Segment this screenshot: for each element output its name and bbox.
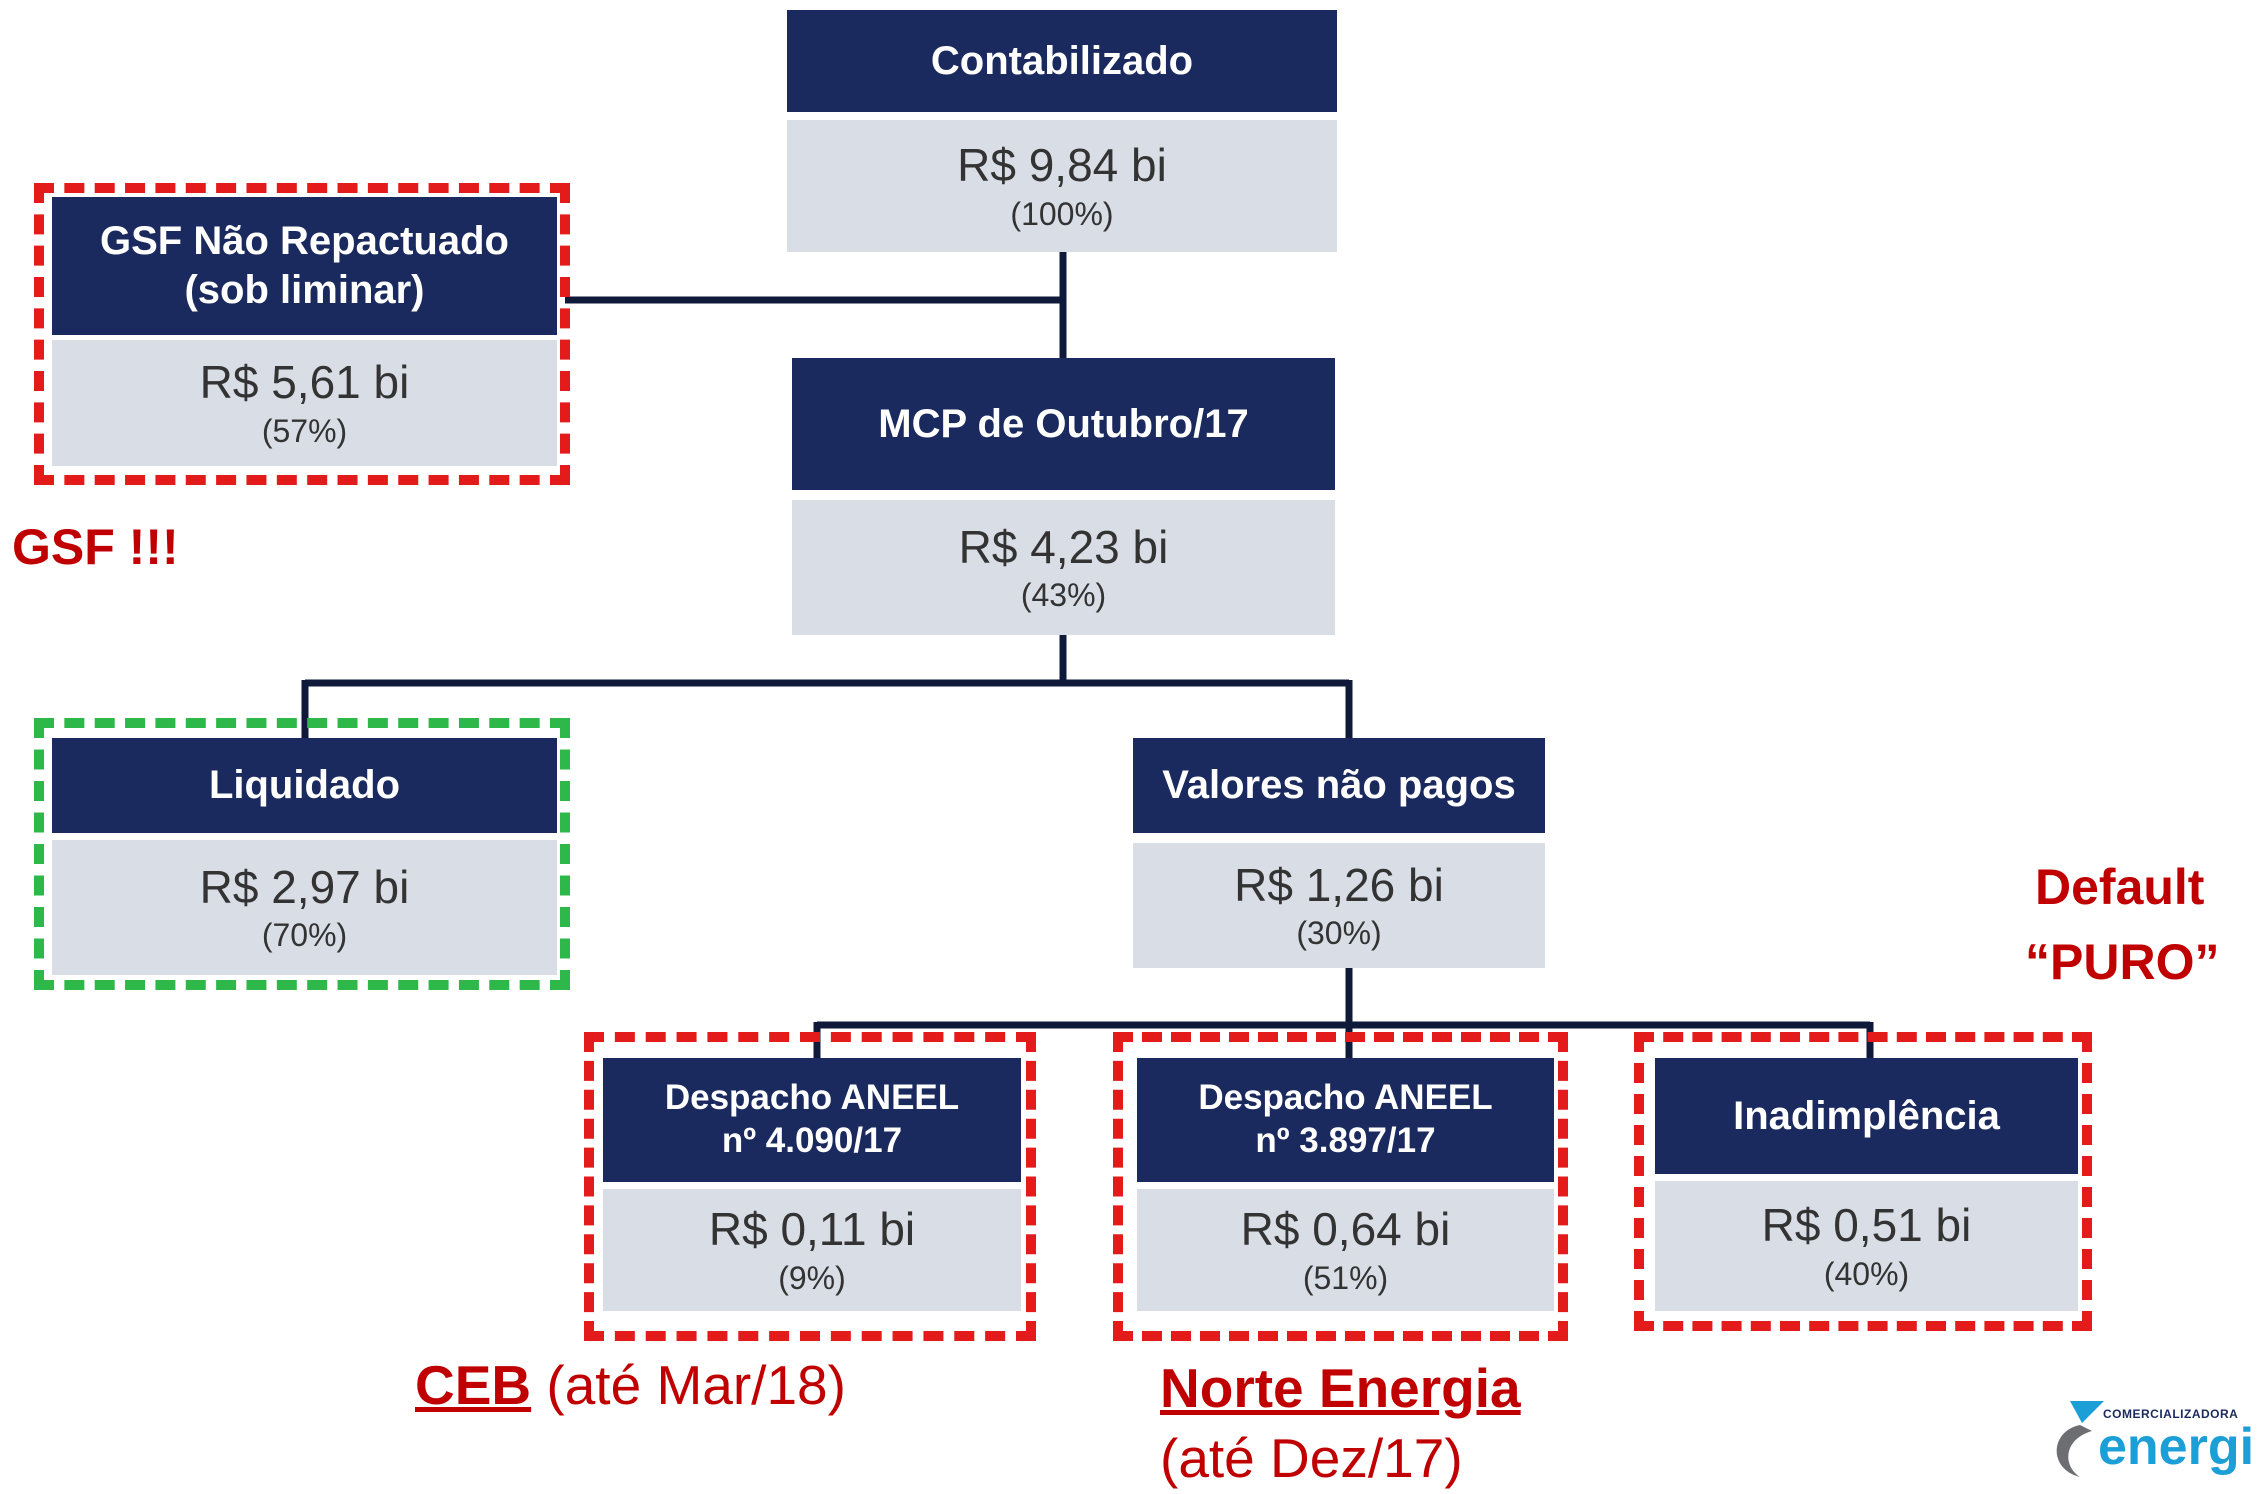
- despacho-3897-highlight-frame: [1113, 1032, 1568, 1341]
- node-valores-nao-pagos: Valores não pagos R$ 1,26 bi (30%): [1133, 738, 1545, 968]
- node-header: Inadimplência: [1655, 1058, 2078, 1174]
- ceb-annotation: CEB (até Mar/18): [415, 1353, 846, 1417]
- default-note-line-2: “PURO”: [2025, 934, 2220, 990]
- node-header: Despacho ANEEL nº 3.897/17: [1137, 1058, 1554, 1182]
- node-amount: R$ 1,26 bi: [1234, 858, 1444, 911]
- inadimplencia-highlight-frame: [1634, 1032, 2092, 1331]
- node-mcp-outubro: MCP de Outubro/17 R$ 4,23 bi (43%): [792, 358, 1335, 635]
- energia-logo: COMERCIALIZADORA energi: [2040, 1395, 2255, 1485]
- node-title: MCP de Outubro/17: [878, 401, 1249, 446]
- node-body: R$ 0,11 bi (9%): [603, 1189, 1021, 1311]
- node-percentage: (40%): [1823, 1255, 1910, 1292]
- node-body: R$ 0,64 bi (51%): [1137, 1189, 1554, 1311]
- node-header: MCP de Outubro/17: [792, 358, 1335, 490]
- node-despacho-4090: Despacho ANEEL nº 4.090/17 R$ 0,11 bi (9…: [603, 1058, 1021, 1311]
- node-title-line-1: Despacho ANEEL: [664, 1078, 960, 1118]
- node-title-line-1: Despacho ANEEL: [1198, 1078, 1493, 1118]
- node-percentage: (70%): [261, 917, 348, 954]
- node-body: R$ 9,84 bi (100%): [787, 120, 1337, 252]
- node-amount: R$ 0,64 bi: [1240, 1203, 1451, 1256]
- energia-logo-mark-icon: [2056, 1401, 2104, 1477]
- node-body: R$ 5,61 bi (57%): [52, 340, 557, 466]
- node-header: Contabilizado: [787, 10, 1337, 112]
- norte-energia-annotation: Norte Energia (até Dez/17): [1160, 1353, 1521, 1494]
- ceb-detail: (até Mar/18): [546, 1354, 846, 1416]
- node-header: GSF Não Repactuado (sob liminar): [52, 197, 557, 335]
- node-title-line-2: nº 4.090/17: [721, 1121, 903, 1160]
- node-header: Despacho ANEEL nº 4.090/17: [603, 1058, 1021, 1182]
- node-inadimplencia: Inadimplência R$ 0,51 bi (40%): [1655, 1058, 2078, 1311]
- node-percentage: (30%): [1296, 915, 1382, 952]
- node-header: Liquidado: [52, 738, 557, 833]
- node-amount: R$ 2,97 bi: [199, 860, 410, 913]
- node-body: R$ 4,23 bi (43%): [792, 500, 1335, 635]
- node-amount: R$ 5,61 bi: [199, 356, 410, 409]
- node-title-line-2: (sob liminar): [184, 268, 425, 312]
- node-title-line-1: GSF Não Repactuado: [100, 219, 509, 264]
- node-percentage: (57%): [261, 412, 348, 449]
- default-note-line-1: Default: [2035, 859, 2205, 915]
- node-amount: R$ 9,84 bi: [957, 139, 1167, 192]
- ceb-name: CEB: [415, 1354, 532, 1416]
- node-body: R$ 1,26 bi (30%): [1133, 843, 1545, 968]
- liquidado-highlight-frame: [34, 718, 570, 990]
- node-amount: R$ 0,11 bi: [708, 1203, 916, 1256]
- despacho-4090-highlight-frame: [584, 1032, 1036, 1341]
- norte-energia-detail: (até Dez/17): [1160, 1427, 1463, 1490]
- node-body: R$ 2,97 bi (70%): [52, 840, 557, 975]
- node-header: Valores não pagos: [1133, 738, 1545, 833]
- node-percentage: (51%): [1302, 1259, 1389, 1296]
- node-title: Valores não pagos: [1162, 763, 1516, 808]
- node-gsf-nao-repactuado: GSF Não Repactuado (sob liminar) R$ 5,61…: [52, 197, 557, 466]
- logo-wordmark: energi: [2098, 1418, 2255, 1476]
- logo-tagline: COMERCIALIZADORA: [2103, 1407, 2239, 1421]
- node-contabilizado: Contabilizado R$ 9,84 bi (100%): [787, 10, 1337, 252]
- node-title: Inadimplência: [1733, 1093, 2000, 1138]
- node-title: Liquidado: [208, 763, 401, 808]
- node-percentage: (100%): [1010, 195, 1114, 232]
- node-despacho-3897: Despacho ANEEL nº 3.897/17 R$ 0,64 bi (5…: [1137, 1058, 1554, 1311]
- node-body: R$ 0,51 bi (40%): [1655, 1181, 2078, 1311]
- norte-energia-name: Norte Energia: [1160, 1357, 1521, 1419]
- gsf-highlight-frame: [34, 183, 570, 485]
- node-amount: R$ 0,51 bi: [1761, 1199, 1972, 1252]
- node-liquidado: Liquidado R$ 2,97 bi (70%): [52, 738, 557, 975]
- gsf-note: GSF !!!: [12, 519, 179, 575]
- node-percentage: (9%): [778, 1259, 846, 1296]
- node-percentage: (43%): [1020, 577, 1107, 614]
- node-amount: R$ 4,23 bi: [958, 520, 1169, 573]
- node-title: Contabilizado: [930, 38, 1194, 83]
- node-title-line-2: nº 3.897/17: [1255, 1121, 1436, 1160]
